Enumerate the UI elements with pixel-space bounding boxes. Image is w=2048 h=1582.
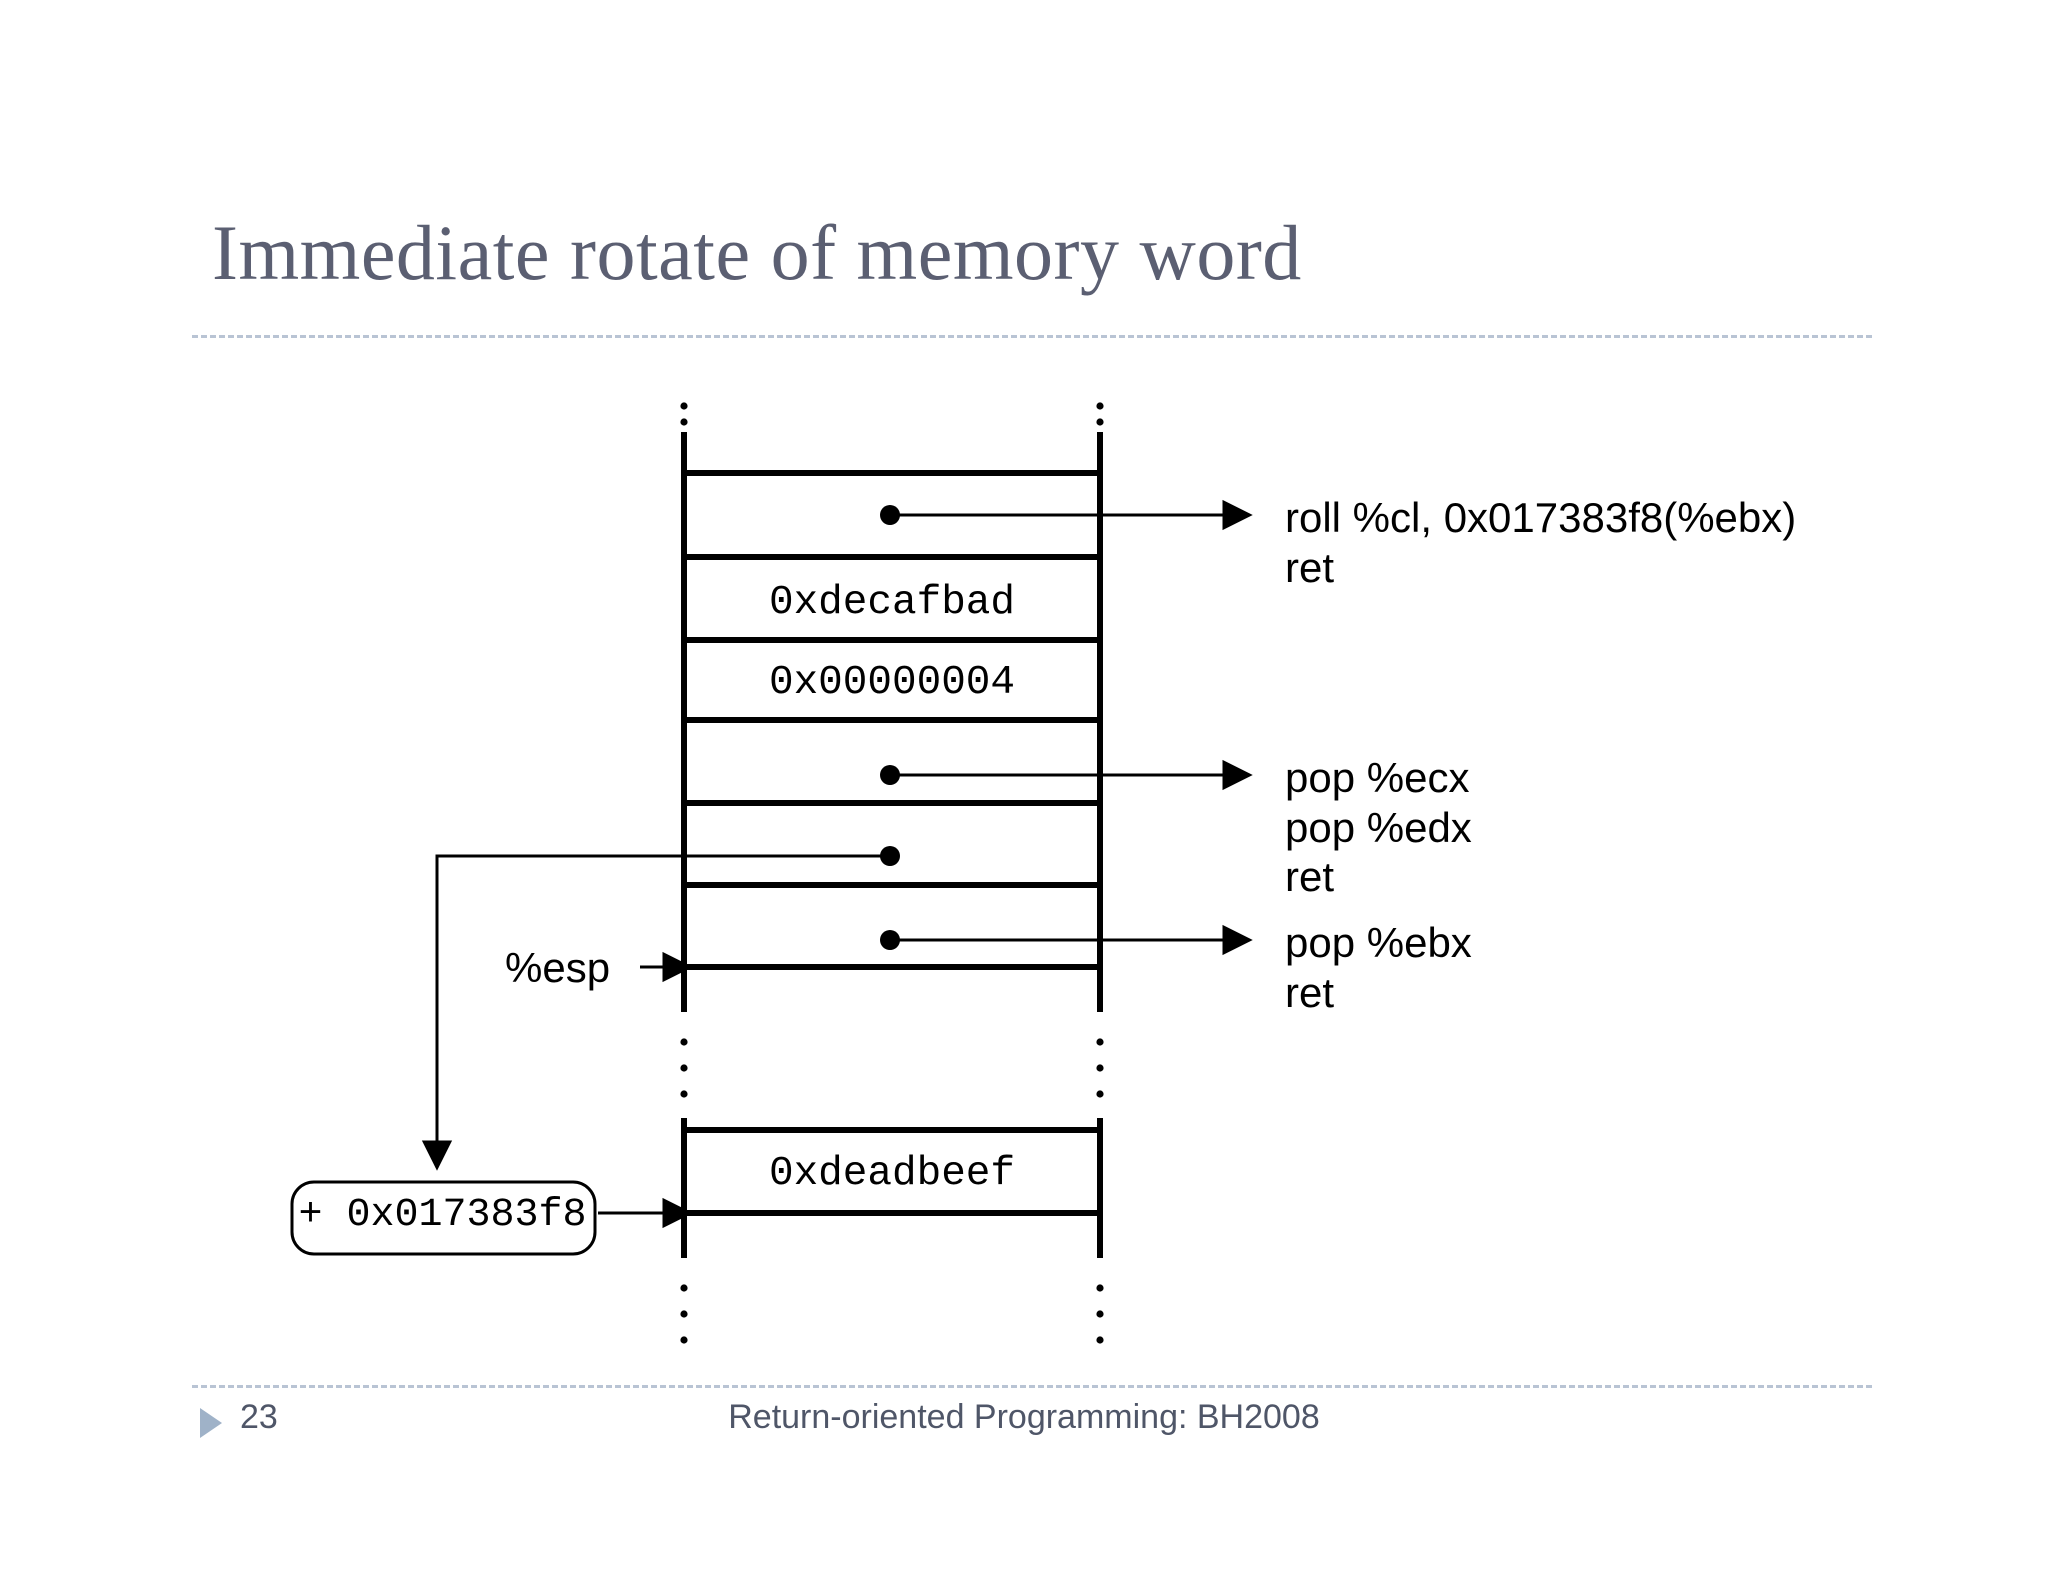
footer-title: Return-oriented Programming: BH2008 [728,1398,1320,1436]
title-divider [192,335,1872,338]
annotation-pop-ebx-line-1: pop %ebx [1285,919,1472,966]
offset-box-label: + 0x017383f8 [298,1193,587,1238]
annotation-roll-line-1: roll %cl, 0x017383f8(%ebx) [1285,494,1797,541]
stack-cell-value-decafbad: 0xdecafbad [768,580,1016,626]
stack-cell-value-deadbeef: 0xdeadbeef [768,1151,1016,1197]
esp-label: %esp [505,944,611,991]
ebx-feedback-path [421,846,900,1171]
stack-cell-value-four: 0x00000004 [768,660,1016,706]
ellipsis-bottom [680,1284,1104,1344]
offset-box [290,1180,597,1256]
annotation-pop-ecx-line-1: pop %ecx [1285,754,1470,801]
annotation-pop-ebx: pop %ebx ret [1285,918,1472,1017]
ellipsis-top [680,402,1104,426]
annotation-roll-line-2: ret [1285,543,1335,591]
triangle-right-icon [200,1408,222,1438]
footer-divider [192,1385,1872,1388]
annotation-pop-ecx-line-2: pop %edx [1285,803,1472,851]
leader-pop-ecx [880,759,1253,791]
leader-roll [880,499,1253,531]
slide-title: Immediate rotate of memory word [212,209,1302,296]
annotation-pop-ecx-line-3: ret [1285,853,1335,901]
leader-pop-ebx [880,924,1253,956]
annotation-pop-ebx-line-2: ret [1285,968,1335,1016]
annotation-roll: roll %cl, 0x017383f8(%ebx) ret [1285,493,1796,592]
footer-page-number: 23 [240,1398,278,1436]
ellipsis-middle [680,1038,1104,1098]
annotation-pop-ecx: pop %ecx pop %edx ret [1285,753,1472,902]
